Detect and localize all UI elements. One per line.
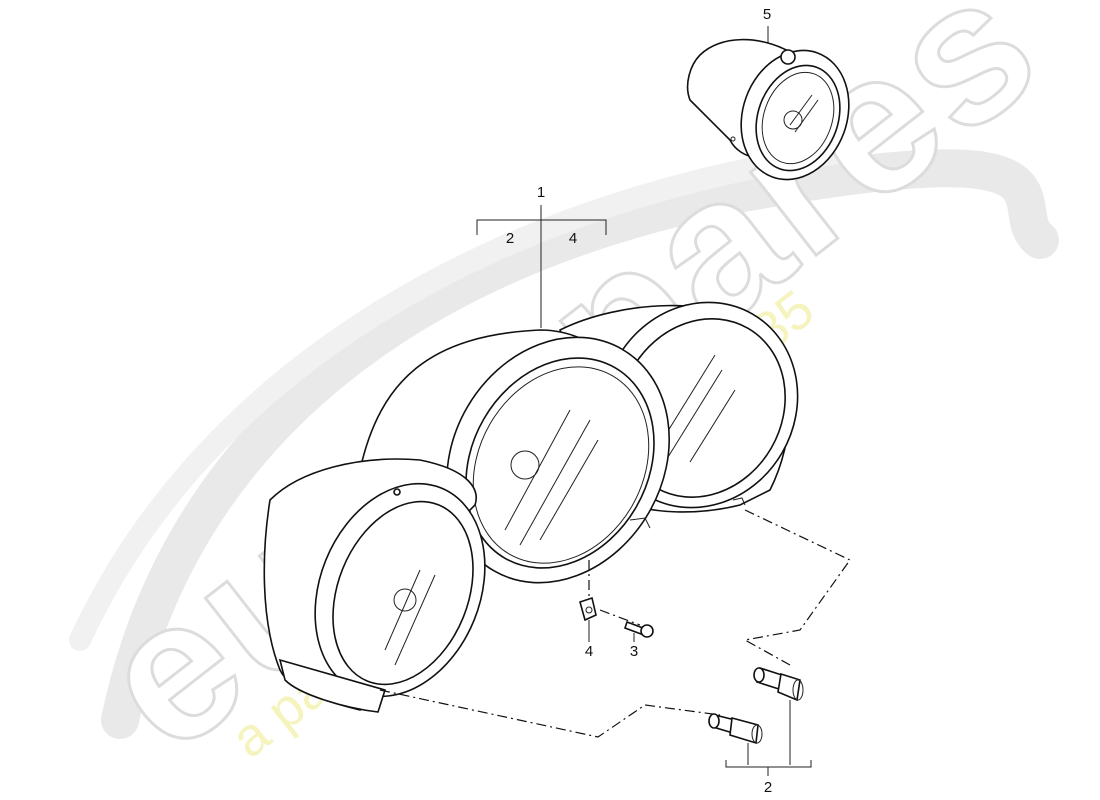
part-4-clip-nut[interactable] [579,596,597,642]
callout-1-sub-2: 2 [506,230,514,247]
callout-3: 3 [630,643,638,660]
assembly-lines [379,509,851,738]
part-2-knob-lower[interactable] [708,713,763,765]
part-1-bracket [476,205,607,328]
part-1-instrument-cluster[interactable] [263,267,834,722]
part-3-screw[interactable] [623,620,654,642]
part-5-gauge[interactable] [686,26,867,195]
part-2-knob-upper[interactable] [753,666,804,765]
callout-2: 2 [764,779,772,796]
callout-5: 5 [763,6,771,23]
callout-1-sub-4: 4 [569,230,577,247]
callout-4: 4 [585,643,593,660]
callout-labels: 1 2 4 5 4 3 2 [506,6,772,796]
part-2-bracket [725,760,812,776]
callout-1: 1 [537,184,545,201]
